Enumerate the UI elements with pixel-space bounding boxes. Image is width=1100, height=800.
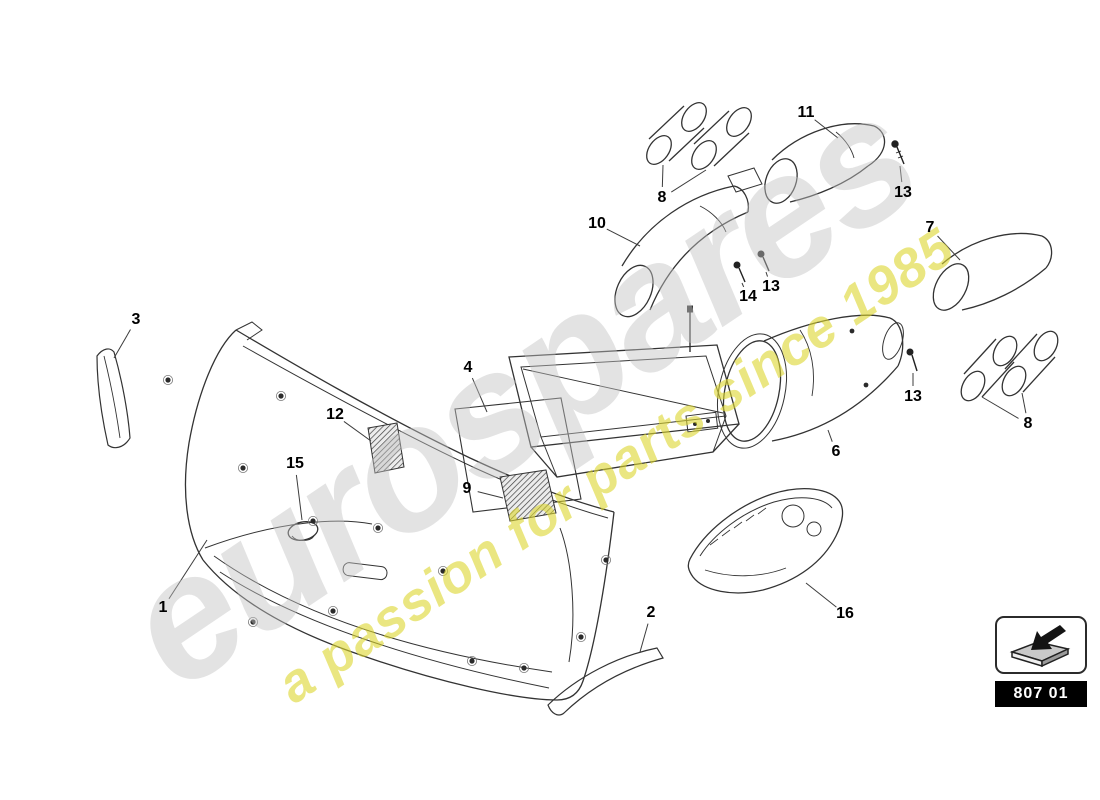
- screw-13c-drawing: [906, 348, 918, 372]
- screw-14-drawing: [733, 261, 746, 283]
- callout-1[interactable]: 1: [158, 599, 168, 616]
- leader-line-1: [168, 539, 208, 600]
- leader-line-8: [1021, 392, 1027, 414]
- leader-line-4: [471, 377, 488, 413]
- leader-line-13: [899, 165, 903, 183]
- callout-8[interactable]: 8: [657, 189, 667, 206]
- callout-10[interactable]: 10: [588, 215, 606, 232]
- side-trim-drawing: [96, 348, 131, 449]
- leader-line-8: [671, 169, 707, 193]
- leader-line-10: [606, 228, 641, 247]
- leader-line-7: [937, 235, 961, 261]
- duct-10-drawing: [614, 167, 763, 318]
- diagram-code-panel: 807 01: [995, 616, 1087, 707]
- leader-line-13: [765, 271, 768, 277]
- callout-6[interactable]: 6: [831, 443, 841, 460]
- callout-16[interactable]: 16: [836, 605, 854, 622]
- exploded-view-icon: [995, 616, 1087, 674]
- leader-line-8: [661, 164, 664, 188]
- grille-12-drawing: [367, 422, 405, 474]
- bolt-rod-drawing: [687, 305, 693, 352]
- leader-line-6: [827, 429, 833, 442]
- grille-9-drawing: [499, 469, 557, 522]
- leader-line-11: [814, 119, 839, 139]
- callout-13[interactable]: 13: [762, 278, 780, 295]
- leader-line-9: [477, 491, 504, 499]
- part-code-label: 807 01: [995, 681, 1087, 707]
- duct-6-drawing: [717, 314, 904, 449]
- leader-lines-layer: [113, 119, 1027, 653]
- callout-7[interactable]: 7: [925, 219, 935, 236]
- callout-9[interactable]: 9: [462, 480, 472, 497]
- leader-line-16: [805, 582, 837, 608]
- screw-13a-drawing: [891, 140, 905, 165]
- headlight-drawing: [687, 488, 844, 594]
- leader-line-2: [639, 623, 649, 653]
- leader-line-12: [343, 421, 372, 442]
- callout-12[interactable]: 12: [326, 406, 344, 423]
- callout-13[interactable]: 13: [894, 184, 912, 201]
- front-bumper-drawing: [184, 321, 615, 701]
- air-guide-frame-drawing: [508, 344, 740, 478]
- callout-15[interactable]: 15: [286, 455, 304, 472]
- leader-line-8: [981, 396, 1019, 419]
- leader-line-3: [113, 329, 131, 359]
- callout-2[interactable]: 2: [646, 604, 656, 621]
- lower-strip-drawing: [547, 647, 664, 716]
- callout-3[interactable]: 3: [131, 311, 141, 328]
- exhaust-tips-8-top-drawing: [646, 102, 752, 170]
- duct-7-drawing: [932, 232, 1053, 311]
- callout-8[interactable]: 8: [1023, 415, 1033, 432]
- exhaust-tips-8-right-drawing: [960, 330, 1059, 402]
- screw-13b-drawing: [757, 250, 770, 272]
- leader-line-15: [295, 474, 303, 521]
- callout-14[interactable]: 14: [739, 288, 757, 305]
- callout-13[interactable]: 13: [904, 388, 922, 405]
- fastener-clips-drawing: [162, 374, 612, 674]
- vent-panel-drawing: [454, 397, 582, 513]
- leader-line-14: [741, 282, 745, 288]
- callout-11[interactable]: 11: [797, 104, 815, 121]
- callout-4[interactable]: 4: [463, 359, 473, 376]
- duct-11-drawing: [764, 123, 886, 204]
